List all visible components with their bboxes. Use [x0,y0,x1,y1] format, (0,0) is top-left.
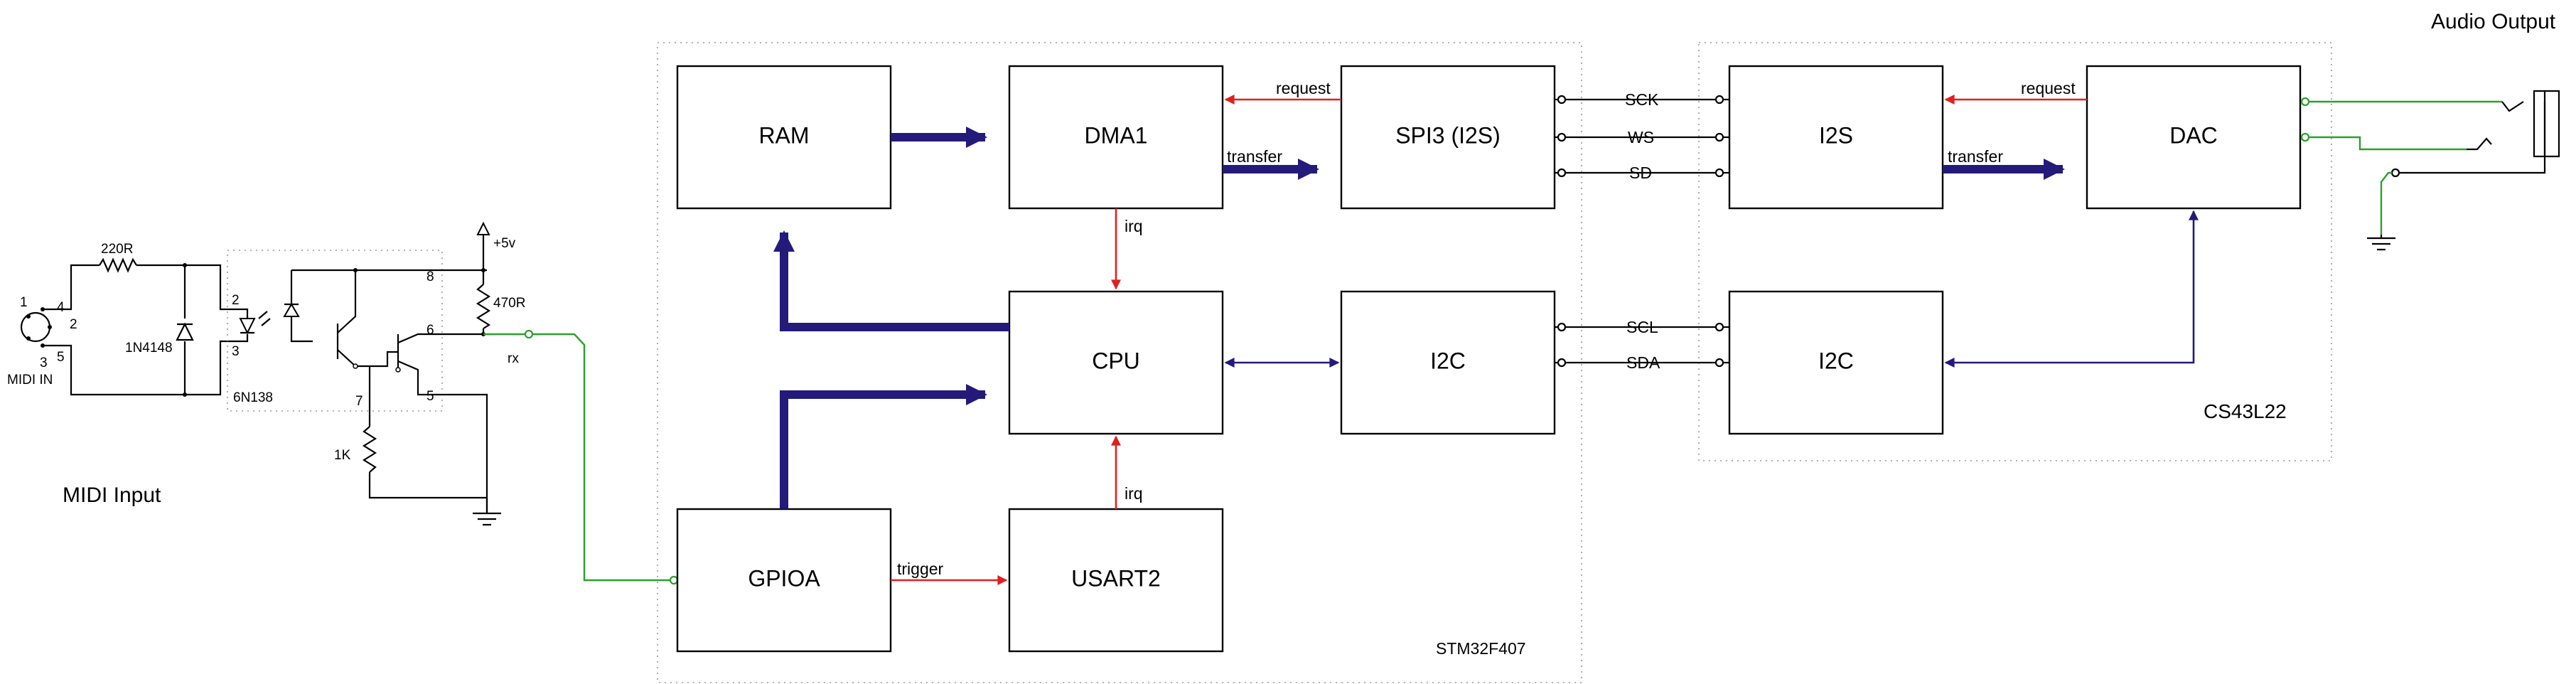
svg-text:CPU: CPU [1092,348,1140,373]
diode-1n4148 [176,322,194,341]
svg-text:GPIOA: GPIOA [748,565,820,591]
pin-scl: SCL [1626,318,1658,336]
block-i2c-codec: I2C [1728,290,1944,435]
label-transfer-2: transfer [1948,147,2003,166]
bus-gpioa-cpu [780,384,987,509]
r-220r-label: 220R [101,242,133,257]
opto-pin-8: 8 [426,269,434,284]
svg-text:DMA1: DMA1 [1085,122,1148,148]
pin-sd: SD [1629,164,1652,182]
optocoupler-6n138 [227,250,443,412]
codec-container [1698,42,2332,461]
rx-label: rx [508,351,519,366]
din-pin-4: 4 [57,300,65,315]
opto-label: 6N138 [233,390,273,405]
svg-text:RAM: RAM [758,122,809,148]
svg-text:DAC: DAC [2169,122,2218,148]
link-i2c-dac [1944,210,2199,368]
opto-pin-7: 7 [355,394,363,409]
resistor-1k [362,426,377,473]
svg-text:I2S: I2S [1819,122,1853,148]
block-ram: RAM [676,65,892,210]
block-gpioa: GPIOA [676,508,892,653]
svg-text:USART2: USART2 [1071,565,1161,591]
vcc-label: +5v [493,236,516,251]
opto-pin-6: 6 [426,323,434,338]
din-pin-3: 3 [40,356,48,370]
midi-in-label: MIDI IN [7,373,53,388]
block-dac: DAC [2086,65,2302,210]
block-i2c-mcu: I2C [1340,290,1556,435]
opto-pin-5: 5 [426,389,434,404]
resistor-220r [99,257,137,273]
label-transfer-1: transfer [1227,147,1282,166]
ground-symbol [473,512,501,526]
resistor-470r [476,284,491,329]
diode-label: 1N4148 [125,341,173,356]
label-irq-1: irq [1125,217,1143,235]
midi-din-connector [20,311,51,343]
pin-sck: SCK [1625,90,1659,109]
svg-text:SPI3 (I2S): SPI3 (I2S) [1395,122,1501,148]
midi-input-schematic: 1 4 2 5 3 MIDI IN 220R 1N4148 6N138 2 3 … [7,221,525,526]
label-request-1: request [1276,79,1331,97]
audio-ground-symbol [2367,237,2395,251]
din-pin-5: 5 [57,350,65,365]
bus-cpu-ram [773,230,1009,331]
audio-output-jack [2300,90,2560,251]
block-usart2: USART2 [1008,508,1224,653]
label-request-2: request [2021,79,2076,97]
codec-label: CS43L22 [2204,400,2287,422]
stm32-container [657,42,1582,683]
block-dma1: DMA1 [1008,65,1224,210]
svg-text:I2C: I2C [1818,348,1854,373]
label-trigger: trigger [897,560,944,578]
block-spi3: SPI3 (I2S) [1340,65,1556,210]
block-i2s: I2S [1728,65,1944,210]
jack-body [2533,90,2546,158]
din-pin-1: 1 [20,295,28,310]
r-1k-label: 1K [334,448,351,463]
label-irq-2: irq [1125,484,1143,503]
stm32-label: STM32F407 [1436,639,1526,658]
midi-input-title: MIDI Input [63,483,161,507]
pin-connections: SCK WS SD SCL SDA [1555,90,1729,372]
pin-sda: SDA [1626,353,1660,372]
block-cpu: CPU [1008,290,1224,435]
din-pin-2: 2 [70,317,77,332]
r-470r-label: 470R [493,296,525,311]
pin-ws: WS [1628,128,1654,146]
svg-text:I2C: I2C [1430,348,1466,373]
opto-pin-2: 2 [232,293,240,308]
audio-output-title: Audio Output [2431,10,2556,33]
opto-pin-3: 3 [232,344,240,359]
